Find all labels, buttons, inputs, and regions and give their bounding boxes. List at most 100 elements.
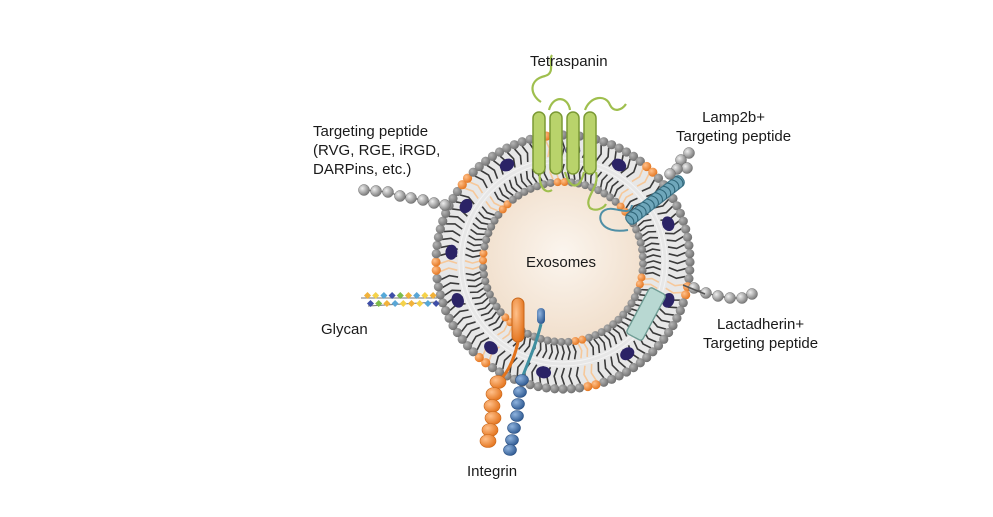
lipid-head — [675, 306, 685, 316]
lipid-tail — [442, 282, 460, 289]
integrin-beta-domain — [515, 374, 529, 386]
lipid-head — [546, 178, 555, 187]
lipid-head — [642, 352, 652, 363]
lipid-head — [509, 140, 519, 150]
lipid-tail — [444, 289, 461, 296]
lipid-head — [607, 374, 617, 384]
lipid-tail — [588, 340, 595, 356]
tetraspanin-protein — [531, 54, 627, 211]
lipid-tail — [657, 205, 674, 215]
lipid-head — [479, 256, 488, 265]
glycan-unit — [421, 291, 429, 300]
glycan-unit — [380, 291, 388, 300]
lipid-head — [642, 161, 652, 172]
lipid-head — [630, 293, 639, 302]
lipid-head — [638, 259, 647, 268]
lipid-tail — [474, 297, 489, 306]
lipid-head — [621, 147, 632, 157]
lipid-tail — [469, 181, 484, 194]
lipid-head — [614, 371, 624, 381]
lipid-tail — [665, 287, 683, 294]
lipid-tail — [443, 230, 461, 237]
lipid-tail — [601, 147, 610, 165]
integrin-beta-domain — [505, 434, 519, 446]
lipid-tail — [465, 271, 481, 276]
membrane-protein — [611, 158, 627, 172]
lipid-head — [487, 222, 496, 231]
lipid-head — [482, 235, 491, 244]
lipid-head — [663, 327, 674, 338]
integrin-beta-domain — [507, 422, 521, 434]
glycan-unit — [432, 299, 440, 308]
lipid-tail — [613, 184, 625, 198]
lipid-head — [481, 358, 491, 368]
lipid-tail — [582, 342, 589, 357]
lipid-head — [581, 181, 590, 190]
lipid-tail — [506, 151, 516, 168]
glycan-unit — [363, 291, 372, 300]
lipid-tail — [645, 254, 662, 259]
lipid-tail — [484, 311, 498, 322]
lipid-head — [634, 232, 643, 241]
lipid-tail — [531, 364, 538, 382]
lipid-tail — [440, 274, 459, 281]
integrin-alpha-domain — [483, 399, 501, 413]
lipid-head — [609, 320, 618, 329]
label-targeting-peptide: Targeting peptide (RVG, RGE, iRGD, DARPi… — [313, 123, 441, 178]
glycan-unit — [388, 291, 396, 300]
lipid-head — [611, 197, 620, 206]
lipid-tail — [645, 266, 661, 271]
lipid-head — [621, 367, 632, 377]
lipid-head — [452, 327, 463, 338]
lipid-head — [435, 224, 445, 234]
lipid-head — [600, 189, 609, 198]
peptide-bead — [405, 192, 417, 204]
lipid-tail — [477, 302, 492, 311]
lipid-tail — [575, 366, 582, 385]
lipid-tail — [578, 165, 584, 181]
lipid-tail — [668, 251, 686, 257]
lipid-head — [597, 328, 606, 337]
lipid-head — [533, 381, 543, 392]
membrane-protein — [662, 216, 675, 232]
lipid-head — [488, 296, 497, 305]
lipid-tail — [531, 168, 538, 184]
lipid-head — [441, 306, 451, 316]
lipid-tail — [609, 180, 619, 194]
lipid-tail — [653, 198, 670, 209]
lipid-tail — [465, 253, 481, 258]
lipid-head — [584, 333, 593, 342]
lipid-tail — [441, 237, 460, 244]
lipid-tail — [548, 344, 554, 360]
integrin-alpha-domain — [479, 434, 497, 448]
lipid-tail — [468, 234, 484, 241]
lipid-tail — [626, 163, 638, 178]
lipid-tail — [644, 242, 660, 248]
membrane-protein — [620, 347, 635, 361]
lipid-head — [635, 156, 645, 166]
lipid-tail — [603, 333, 612, 348]
lipid-head — [628, 362, 639, 373]
lipid-tail — [668, 259, 687, 265]
lipid-tail — [610, 356, 620, 373]
lipid-tail — [464, 265, 481, 270]
integrin-alpha-domain — [484, 411, 502, 425]
lipid-head — [668, 320, 678, 331]
lipid-tail — [516, 359, 525, 377]
lipid-head — [633, 286, 642, 295]
lipid-tail — [639, 224, 655, 232]
lipid-head — [681, 290, 691, 300]
peptide-bead — [439, 199, 451, 211]
lipid-tail — [553, 367, 559, 386]
lipid-tail — [474, 175, 488, 189]
lipid-tail — [658, 307, 675, 316]
lipid-tail — [617, 188, 629, 201]
lipid-head — [678, 216, 688, 226]
lipid-tail — [566, 344, 571, 361]
lipid-tail — [643, 236, 658, 243]
integrin-beta-domain — [511, 398, 525, 410]
lipid-tail — [665, 228, 682, 235]
glycan-chain — [361, 291, 440, 308]
lipid-head — [503, 200, 512, 209]
